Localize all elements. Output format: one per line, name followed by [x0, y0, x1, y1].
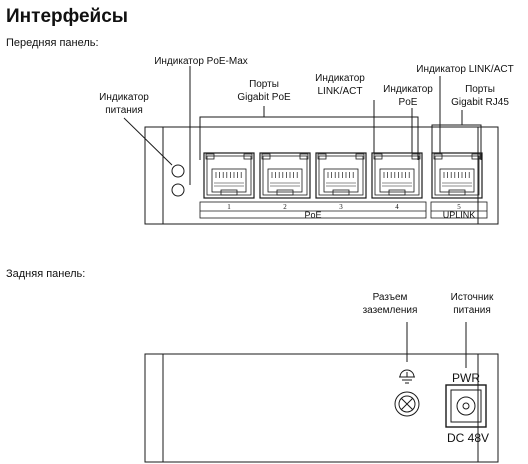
dc-voltage-label: DC 48V: [447, 431, 489, 445]
poe-port-1: [203, 152, 255, 199]
dc-power-jack: [445, 384, 487, 428]
poe-group-frame: [199, 201, 427, 219]
ground-symbol-icon: [399, 369, 415, 384]
front-panel-body: [144, 126, 499, 225]
rear-panel-heading: Задняя панель:: [6, 268, 86, 280]
power-led: [171, 164, 185, 178]
port-number-4: 4: [395, 203, 399, 211]
uplink-group-frame: [430, 201, 488, 219]
port-number-1: 1: [227, 203, 231, 211]
poe-port-3: [315, 152, 367, 199]
page-title: Интерфейсы: [6, 6, 129, 27]
port-number-5: 5: [457, 203, 461, 211]
poe-port-2: [259, 152, 311, 199]
poe-port-4: [371, 152, 423, 199]
label-poe-max-indicator: Индикатор PoE-Max: [154, 56, 248, 67]
label-link-act-indicator-right: Индикатор LINK/ACT: [416, 64, 514, 75]
ground-screw-icon: [394, 391, 420, 417]
poe-max-led: [171, 183, 185, 197]
uplink-port: [431, 152, 483, 199]
port-number-3: 3: [339, 203, 343, 211]
uplink-group-label: UPLINK: [443, 210, 476, 220]
pwr-label: PWR: [452, 371, 480, 385]
poe-group-label: PoE: [304, 210, 321, 220]
front-panel-heading: Передняя панель:: [6, 37, 99, 49]
rear-panel-body: [144, 353, 499, 463]
port-number-2: 2: [283, 203, 287, 211]
